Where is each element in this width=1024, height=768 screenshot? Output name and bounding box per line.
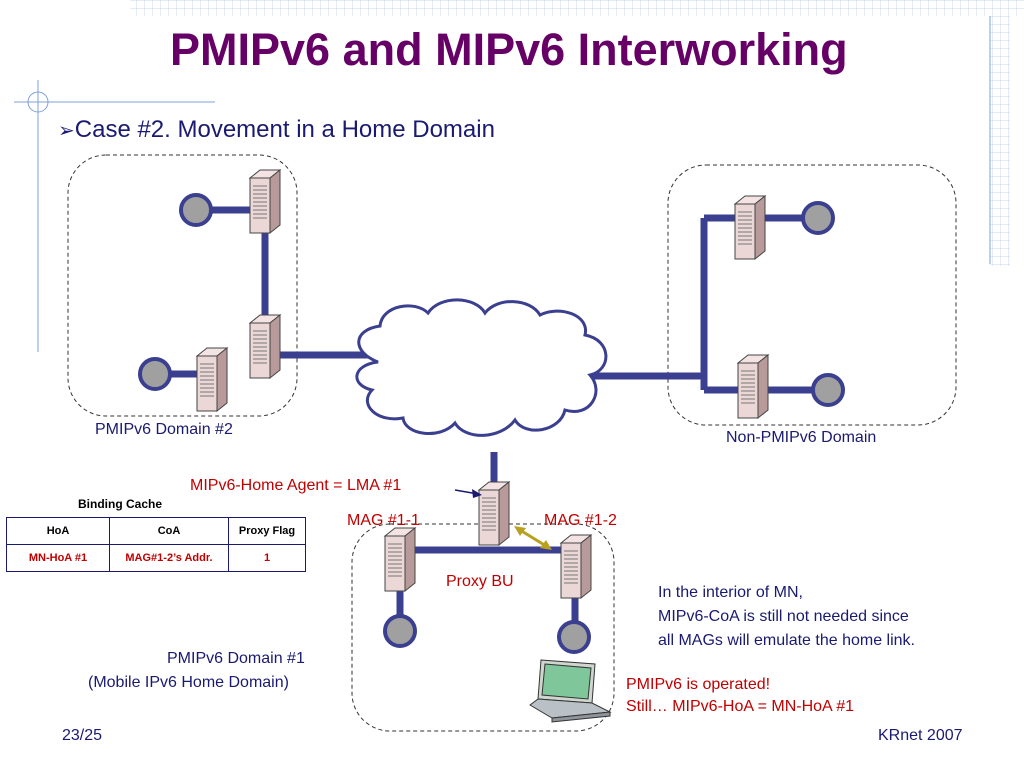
table-row: MN-HoA #1 MAG#1-2’s Addr. 1 <box>6 544 306 572</box>
lma-server <box>478 481 510 546</box>
host-node <box>557 620 591 654</box>
home-agent-arrow <box>454 489 482 498</box>
pmip-domain2-box <box>67 154 298 417</box>
operated-line: PMIPv6 is operated! <box>626 676 771 693</box>
note-line: all MAGs will emulate the home link. <box>658 632 915 649</box>
non-pmip-domain-label: Non-PMIPv6 Domain <box>726 429 877 446</box>
page-number: 23/25 <box>62 727 103 744</box>
mag11-server <box>384 527 416 592</box>
footer-event: KRnet 2007 <box>878 727 963 744</box>
host-node <box>811 373 845 407</box>
end-nodes <box>138 193 845 654</box>
router-server <box>196 347 228 412</box>
proxy-bu-arrow <box>514 526 552 550</box>
laptop-icon <box>529 659 612 723</box>
header-cell-hoa: HoA <box>6 517 110 545</box>
pmip-domain2-label: PMIPv6 Domain #2 <box>95 421 233 438</box>
host-node <box>179 193 213 227</box>
slide-title: PMIPv6 and MIPv6 Interworking <box>170 24 848 75</box>
note-line: MIPv6-CoA is still not needed since <box>658 608 909 625</box>
host-node <box>383 614 417 648</box>
bullet-text: Case #2. Movement in a Home Domain <box>74 116 495 143</box>
header-cell-coa: CoA <box>109 517 229 545</box>
pmip-domain1-label: PMIPv6 Domain #1 <box>167 650 305 667</box>
host-node <box>138 357 172 391</box>
cell-coa: MAG#1-2’s Addr. <box>109 544 229 572</box>
mag11-label: MAG #1-1 <box>347 512 420 529</box>
binding-cache-title: Binding Cache <box>78 497 163 511</box>
cell-hoa: MN-HoA #1 <box>6 544 110 572</box>
bullet-arrow-icon: ➢ <box>58 120 75 142</box>
router-server <box>737 354 769 419</box>
cell-proxy-flag: 1 <box>228 544 306 572</box>
note-line: In the interior of MN, <box>658 584 803 601</box>
proxy-bu-label: Proxy BU <box>446 573 514 590</box>
non-pmip-domain-box <box>667 164 957 426</box>
internet-cloud <box>355 298 608 437</box>
header-cell-proxy-flag: Proxy Flag <box>228 517 306 545</box>
pmip-domain1-sublabel: (Mobile IPv6 Home Domain) <box>88 674 289 691</box>
host-node <box>801 201 835 235</box>
router-server <box>249 169 281 234</box>
operated-line: Still… MIPv6-HoA = MN-HoA #1 <box>626 698 855 715</box>
binding-cache-table: HoA CoA Proxy Flag MN-HoA #1 MAG#1-2’s A… <box>6 517 306 572</box>
mag12-server <box>560 534 592 599</box>
bullet-case: ➢Case #2. Movement in a Home Domain <box>58 116 495 144</box>
mag12-label: MAG #1-2 <box>544 512 617 529</box>
router-server <box>249 314 281 379</box>
table-header-row: HoA CoA Proxy Flag <box>6 517 306 545</box>
home-agent-label: MIPv6-Home Agent = LMA #1 <box>190 477 402 494</box>
router-server <box>734 195 766 260</box>
